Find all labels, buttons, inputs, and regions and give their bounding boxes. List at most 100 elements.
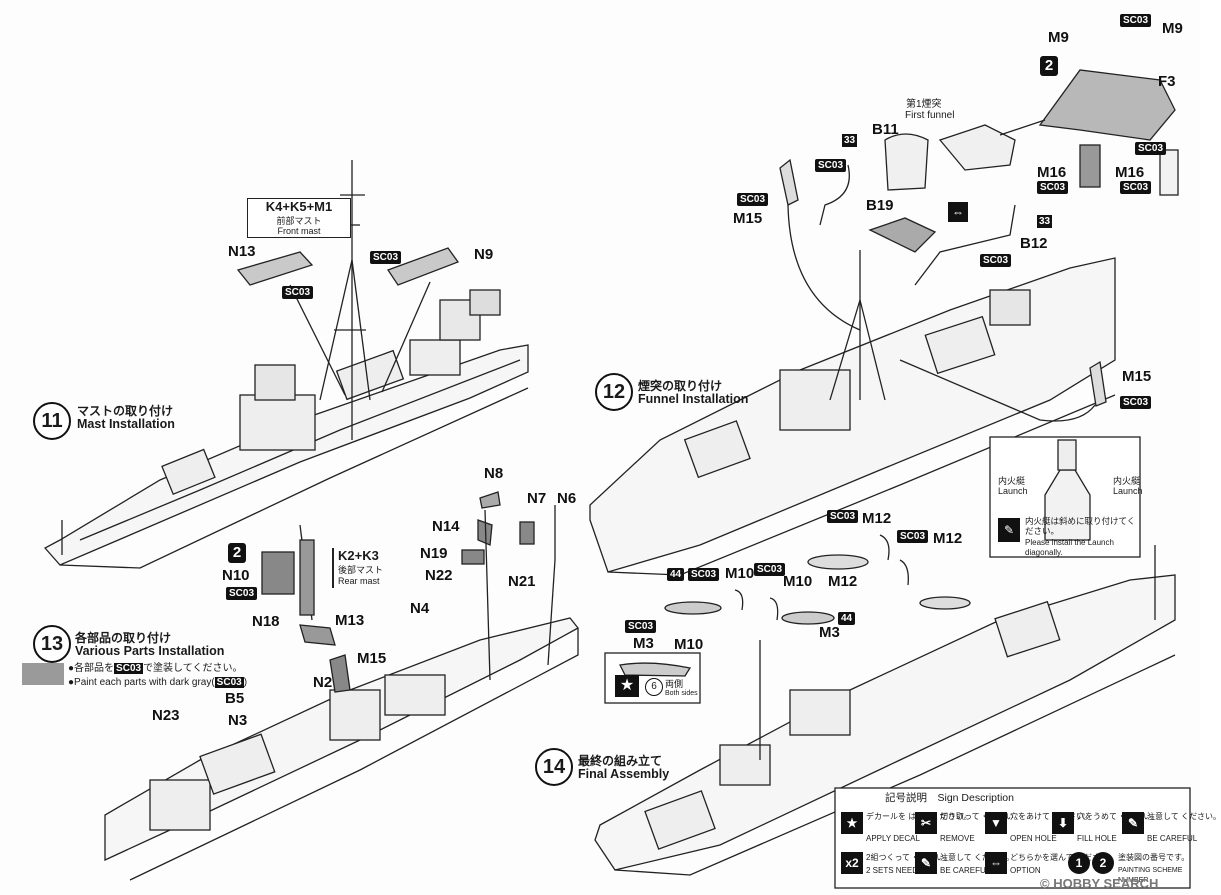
label-m3: M3 bbox=[819, 624, 840, 641]
option-icon: ⇔ bbox=[985, 852, 1007, 874]
label-m15: M15 bbox=[1122, 368, 1152, 385]
sc03-badge: SC03 bbox=[1135, 142, 1167, 155]
watermark: © HOBBY SEARCH bbox=[1040, 876, 1159, 891]
step-13-number: 13 bbox=[33, 625, 71, 663]
rear-mast-drawing bbox=[261, 524, 315, 621]
caution-icon: ✎ bbox=[1122, 812, 1144, 834]
legend-2sets-en: 2 SETS NEEDED bbox=[866, 866, 930, 875]
launch-left-jp: 内火艇 bbox=[998, 476, 1026, 486]
legend-careful2-en: BE CAREFUL bbox=[940, 866, 991, 875]
label-n13: N13 bbox=[228, 243, 256, 260]
label-n4: N4 bbox=[410, 600, 430, 617]
step-11-title-en: Mast Installation bbox=[77, 417, 175, 431]
sc03-badge: SC03 bbox=[625, 620, 657, 633]
badge-33: 33 bbox=[1037, 215, 1053, 228]
step-12-number: 12 bbox=[595, 373, 633, 411]
funnel-label-jp: 第1煙突 bbox=[906, 99, 942, 110]
label-m15: M15 bbox=[733, 210, 763, 227]
step-12-title-jp: 煙突の取り付け bbox=[638, 379, 723, 393]
rear-mast-code: K2+K3 bbox=[338, 548, 379, 563]
legend-fillhole-jp: 穴をうめて ください。 bbox=[1077, 812, 1160, 821]
part-f3-deck bbox=[1038, 69, 1176, 141]
part-n13 bbox=[236, 251, 314, 286]
label-b11: B11 bbox=[872, 121, 899, 138]
step-13-title-en: Various Parts Installation bbox=[75, 644, 225, 658]
label-m12: M12 bbox=[828, 573, 858, 590]
label-f3: F3 bbox=[1158, 73, 1176, 90]
label-n23: N23 bbox=[152, 707, 180, 724]
launch-note-jp: 内火艇は斜めに取り付けてください。 bbox=[1025, 516, 1136, 536]
rear-mast-en: Rear mast bbox=[338, 576, 380, 586]
label-n14: N14 bbox=[432, 518, 460, 535]
sc03-badge: SC03 bbox=[827, 510, 859, 523]
funnel-label-en: First funnel bbox=[905, 110, 955, 121]
funnel-b11 bbox=[884, 133, 929, 191]
label-m13: M13 bbox=[335, 612, 365, 629]
ship-hull-step14 bbox=[594, 545, 1176, 876]
option-icon: ⇔ bbox=[948, 202, 968, 222]
legend-fillhole-en: FILL HOLE bbox=[1077, 834, 1117, 843]
both-sides-en: Both sides bbox=[665, 690, 698, 697]
legend-decal-en: APPLY DECAL bbox=[866, 834, 920, 843]
badge-33: 33 bbox=[842, 134, 858, 147]
legend-careful-en: BE CAREFUL bbox=[1147, 834, 1198, 843]
step-13-title-jp: 各部品の取り付け bbox=[75, 631, 172, 645]
dark-gray-swatch bbox=[22, 663, 64, 685]
label-m12: M12 bbox=[933, 530, 963, 547]
painting-scheme-2-badge: 2 bbox=[228, 543, 246, 563]
sc03-badge: 44 bbox=[667, 568, 685, 581]
sc03-badge: SC03 bbox=[688, 568, 720, 581]
sc03-badge: SC03 bbox=[226, 587, 258, 600]
legend-careful-jp: 注意して ください。 bbox=[1147, 812, 1221, 821]
legend-openhole-jp: 穴をあけて ください。 bbox=[1010, 812, 1092, 821]
sc03-badge: SC03 bbox=[282, 286, 314, 299]
launch-note-en: Please install the Launch diagonally. bbox=[1025, 538, 1114, 557]
part-n9 bbox=[387, 247, 460, 286]
ship-hull-step11 bbox=[43, 289, 529, 569]
sc03-badge: SC03 bbox=[1120, 396, 1152, 409]
sc03-badge: SC03 bbox=[737, 193, 769, 206]
launch-right-jp: 内火艇 bbox=[1113, 476, 1141, 486]
label-m9: M9 bbox=[1162, 20, 1183, 37]
legend-title: 記号説明 Sign Description bbox=[885, 792, 1014, 804]
legend-scheme-en: PAINTING SCHEME NUMBER bbox=[1118, 867, 1183, 884]
label-m9: M9 bbox=[1048, 29, 1069, 46]
legend-careful2-jp: 注意して ください。 bbox=[940, 853, 1014, 862]
sc03-badge: SC03 bbox=[1037, 181, 1069, 194]
fill-icon: ⬇ bbox=[1052, 812, 1074, 834]
label-m10: M10 bbox=[725, 565, 755, 582]
painting-scheme-2-badge: 2 bbox=[1040, 56, 1058, 76]
label-n22: N22 bbox=[425, 567, 453, 584]
scheme-number-icon: 1 bbox=[1068, 852, 1090, 874]
label-b5: B5 bbox=[225, 690, 245, 707]
label-n10: N10 bbox=[222, 567, 250, 584]
step-14-number: 14 bbox=[535, 748, 573, 786]
star-icon: ★ bbox=[615, 675, 639, 697]
ship-hull-step12 bbox=[589, 250, 1116, 576]
sc03-badge: SC03 bbox=[1120, 14, 1152, 27]
sc03-badge: SC03 bbox=[754, 563, 786, 576]
caution-icon: ✎ bbox=[998, 518, 1020, 542]
label-n6: N6 bbox=[557, 490, 577, 507]
label-m3: M3 bbox=[633, 635, 654, 652]
label-m12: M12 bbox=[862, 510, 892, 527]
label-b19: B19 bbox=[866, 197, 894, 214]
step-12-title-en: Funnel Installation bbox=[638, 392, 749, 406]
step-11-title-jp: マストの取り付け bbox=[77, 404, 174, 418]
x2-icon: x2 bbox=[841, 852, 863, 874]
legend-2sets-jp: 2組つくって ください。 bbox=[866, 853, 953, 862]
star-icon: ★ bbox=[841, 812, 863, 834]
cut-icon: ✂ bbox=[915, 812, 937, 834]
step-11-number: 11 bbox=[33, 402, 71, 440]
drill-icon: ▼ bbox=[985, 812, 1007, 834]
legend-option-jp: どちらかを選んで ください。 bbox=[1010, 853, 1116, 862]
launch-left-en: Launch bbox=[998, 486, 1028, 496]
rear-mast-label: K2+K3 後部マスト Rear mast bbox=[332, 548, 396, 588]
front-mast-code: K4+K5+M1 bbox=[265, 199, 333, 214]
label-m10: M10 bbox=[674, 636, 704, 653]
scheme-number-icon: 2 bbox=[1092, 852, 1114, 874]
label-n3: N3 bbox=[228, 712, 248, 729]
pipe-b12 bbox=[914, 204, 1016, 286]
